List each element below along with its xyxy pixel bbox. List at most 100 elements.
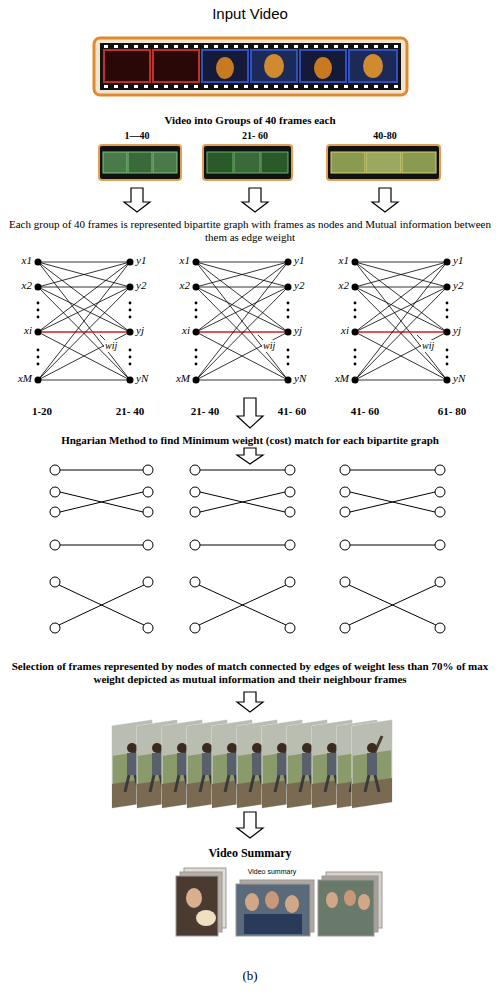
frame-range: 21- 60 <box>215 130 295 142</box>
graph-node <box>354 356 357 359</box>
graph-node-label: y2 <box>453 279 479 292</box>
graph-node <box>354 363 357 366</box>
picture-label: Video summary <box>237 868 307 876</box>
graph-node <box>193 259 200 266</box>
graph-node <box>446 316 449 319</box>
graph-node-label: x1 <box>6 254 32 267</box>
graph-node <box>446 363 449 366</box>
graph-node <box>285 329 292 336</box>
graph-node <box>127 377 134 384</box>
graph-node-label: yN <box>136 372 162 385</box>
graph-node-label: x2 <box>164 279 190 292</box>
frame-range: 1—40 <box>97 130 177 142</box>
graph-node <box>285 284 292 291</box>
graph-node <box>354 316 357 319</box>
graph-node <box>446 309 449 312</box>
graph-edge <box>355 262 447 287</box>
graph-edge <box>355 262 447 380</box>
graph-node-label: xM <box>323 372 349 385</box>
step-text: Hngarian Method to find Minimum weight (… <box>7 434 493 447</box>
graph-node <box>287 309 290 312</box>
graph-edge <box>38 262 130 263</box>
graph-node <box>129 309 132 312</box>
graph-edge <box>38 262 130 380</box>
graph-edge <box>196 287 288 332</box>
graph-node <box>285 377 292 384</box>
graph-node <box>287 349 290 352</box>
graph-node-label: yj <box>294 324 320 337</box>
graph-node-label: y1 <box>294 254 320 267</box>
graph-node-label: xi <box>164 324 190 337</box>
graph-node <box>129 363 132 366</box>
graph-node <box>127 284 134 291</box>
graph-edge <box>196 262 288 380</box>
graph-edge <box>355 380 447 381</box>
graph-node <box>446 349 449 352</box>
graph-edge <box>355 287 447 288</box>
graph-node <box>195 309 198 312</box>
graph-edge <box>196 332 288 380</box>
graph-node <box>195 349 198 352</box>
graph-edge <box>196 287 288 380</box>
graph-node <box>193 284 200 291</box>
frame-range: 41- 60 <box>335 405 395 418</box>
graph-node-label: y1 <box>136 254 162 267</box>
edge-weight-label: wij <box>421 340 443 352</box>
graph-node <box>287 356 290 359</box>
graph-node <box>287 363 290 366</box>
graph-node-label: xi <box>6 324 32 337</box>
graph-node <box>354 309 357 312</box>
graph-node <box>35 284 42 291</box>
graph-edge <box>196 262 288 263</box>
frame-range: 1-20 <box>12 405 72 418</box>
graph-node <box>37 356 40 359</box>
graph-node <box>195 363 198 366</box>
graph-node <box>285 259 292 266</box>
graph-edge <box>355 287 447 380</box>
graph-node <box>195 356 198 359</box>
frame-range: 21- 40 <box>100 405 160 418</box>
graph-node <box>352 377 359 384</box>
graph-node-label: y2 <box>136 279 162 292</box>
graph-node-label: x1 <box>323 254 349 267</box>
graph-node-label: x2 <box>6 279 32 292</box>
graph-node-label: yN <box>294 372 320 385</box>
graph-edge <box>355 332 447 380</box>
graph-edge <box>355 262 447 263</box>
graph-node <box>37 309 40 312</box>
graph-node <box>287 302 290 305</box>
graph-edge <box>355 287 447 380</box>
graph-node <box>352 259 359 266</box>
graph-edge <box>38 287 130 332</box>
graph-edge <box>355 262 447 380</box>
graph-node <box>444 284 451 291</box>
frame-range: 21- 40 <box>175 405 235 418</box>
graph-edge <box>196 287 288 380</box>
graph-edge <box>38 332 130 380</box>
graph-edge <box>355 287 447 332</box>
graph-node <box>37 349 40 352</box>
step-text: Selection of frames represented by nodes… <box>10 660 490 686</box>
graph-node <box>37 316 40 319</box>
step-text: Video Summary <box>150 846 350 860</box>
graph-node <box>446 356 449 359</box>
graph-node <box>127 259 134 266</box>
graph-edge <box>196 332 288 380</box>
graph-node <box>37 363 40 366</box>
graph-node <box>195 316 198 319</box>
title: Input Video <box>100 5 400 23</box>
graph-edge <box>38 287 130 380</box>
graph-edge <box>38 287 130 332</box>
graph-node <box>37 302 40 305</box>
graph-node-label: xM <box>6 372 32 385</box>
graph-edge <box>196 287 288 332</box>
graph-node-label: y2 <box>294 279 320 292</box>
graph-node <box>446 302 449 305</box>
graph-node <box>35 329 42 336</box>
graph-edge <box>38 262 130 287</box>
graph-edge <box>196 380 288 381</box>
graph-edge <box>196 331 288 333</box>
graph-node <box>287 316 290 319</box>
graph-node-label: yj <box>136 324 162 337</box>
graph-node <box>195 302 198 305</box>
